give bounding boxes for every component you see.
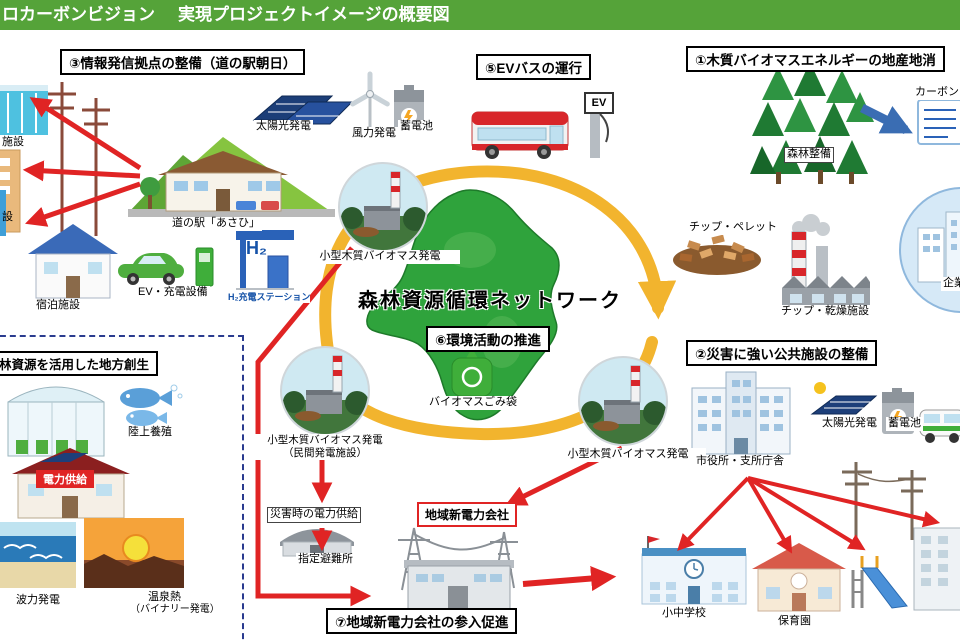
wood-chips-icon [673, 234, 761, 275]
biomass-plant-icon [280, 346, 370, 436]
garbage-bag-icon [451, 348, 493, 397]
chip-pellet-label: チップ・ペレット [687, 221, 779, 235]
forest-maintenance-label: 森林整備 [784, 147, 834, 163]
onsen-label: 温泉熱 [146, 591, 183, 605]
ev-car-icon [118, 253, 184, 285]
biomass-right-label: 小型木質バイオマス発電 [550, 448, 706, 462]
onsen-photo [84, 518, 184, 588]
power-supply-label: 電力供給 [36, 470, 94, 488]
solar-panel-icon [810, 382, 878, 415]
section-new-power: ⑦地域新電力会社の参入促進 [326, 608, 518, 634]
building-icon [913, 527, 960, 611]
regional-dashed-frame [0, 335, 244, 640]
solar-label-r: 太陽光発電 [820, 417, 879, 431]
facility-cut-label-2: 設 [2, 211, 13, 223]
lodging-icon [28, 224, 118, 299]
nursery-icon [752, 543, 846, 612]
wave-power-label: 波力発電 [14, 594, 62, 608]
title-right: 実現プロジェクトイメージの概要図 [178, 5, 450, 24]
biomass-plant-icon [578, 356, 668, 446]
power-plant-icon [398, 527, 518, 611]
wave-power-photo [0, 522, 76, 588]
solar-label-tl: 太陽光発電 [254, 120, 313, 134]
school-label: 小中学校 [660, 607, 708, 621]
utility-pole-icon [48, 82, 110, 236]
shelter-label: 指定避難所 [296, 553, 355, 567]
carbon-label: カーボン [913, 86, 960, 100]
wind-turbine-icon [350, 71, 390, 136]
slide-icon [851, 556, 908, 609]
ev-bus-icon [471, 111, 569, 159]
h2-mark: H₂ [246, 238, 267, 258]
biomass-bag-label: バイオマスごみ袋 [427, 396, 519, 410]
section-biomass-energy: ①木質バイオマスエネルギーの地産地消 [686, 46, 945, 72]
section-info-hub: ③情報発信拠点の整備（道の駅朝日） [60, 49, 306, 75]
city-hall-label: 市役所・支所庁舎 [694, 455, 786, 469]
city-hall-icon [691, 371, 791, 455]
nursery-label: 保育園 [776, 615, 813, 629]
biomass-top-label: 小型木質バイオマス発電 [300, 250, 460, 264]
school-icon [641, 536, 747, 605]
biomass-left-label: 小型木質バイオマス発電 [247, 434, 403, 448]
utility-pole-icon [842, 462, 926, 540]
facility-cut-label: 施設 [2, 136, 24, 148]
onsen-sublabel: （バイナリー発電） [128, 604, 222, 617]
ev-sign: EV [584, 92, 614, 114]
biomass-plant-icon [338, 162, 428, 252]
greenhouse-icon [7, 386, 105, 457]
carbon-certificate-icon [917, 99, 960, 145]
biomass-left-sublabel: （民間発電施設） [247, 447, 403, 461]
battery-label-r: 蓄電池 [886, 417, 923, 431]
facility-building-icon [0, 149, 21, 236]
solar-panel-icon [252, 95, 354, 125]
section-disaster-facility: ②災害に強い公共施設の整備 [686, 340, 878, 366]
aquaculture-label: 陸上養殖 [126, 426, 174, 440]
network-title: 森林資源循環ネットワーク [358, 290, 622, 312]
roadside-station-label: 道の駅「あさひ」 [170, 217, 262, 231]
chip-dry-label: チップ・乾燥施設 [779, 305, 871, 319]
new-power-company-box: 地域新電力会社 [417, 502, 518, 527]
lodging-label: 宿泊施設 [34, 299, 82, 313]
section-ev-bus: ⑤EVバスの運行 [476, 54, 591, 80]
power-supply-building-icon [12, 448, 130, 519]
fish-icon [120, 384, 183, 426]
section-regional: 林資源を活用した地方創生 [0, 351, 159, 376]
ev-charging-label: EV・充電設備 [136, 286, 210, 300]
section-environment: ⑥環境活動の推進 [426, 326, 550, 352]
roadside-station-icon [128, 137, 335, 217]
ev-charger-icon [590, 108, 609, 158]
title-left: ロカーボンビジョン [2, 5, 155, 24]
page-title: ロカーボンビジョン 実現プロジェクトイメージの概要図 [0, 0, 960, 30]
battery-label-tl: 蓄電池 [398, 120, 435, 134]
wind-label: 風力発電 [350, 127, 398, 141]
h2-station-label: H₂充電ステーション [228, 290, 311, 303]
disaster-power-label: 災害時の電力供給 [267, 507, 361, 523]
company-label: 企業 [941, 277, 960, 291]
